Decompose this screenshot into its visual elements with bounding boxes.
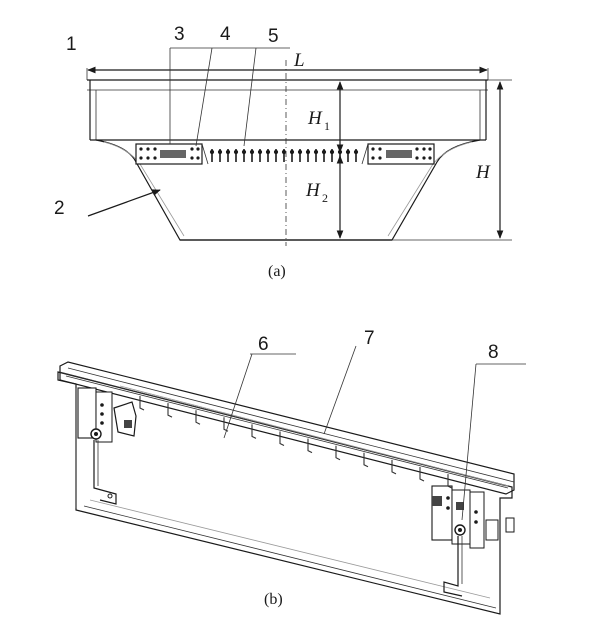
- label-part-1: 1: [66, 34, 77, 55]
- top-rail: [59, 361, 515, 495]
- label-part-8: 8: [488, 342, 499, 363]
- label-part-2: 2: [54, 198, 65, 219]
- dimension-total-height: [392, 79, 512, 241]
- label-dimension-l: L: [293, 50, 305, 71]
- fastener-row: [209, 149, 359, 162]
- right-bracket: [431, 485, 515, 597]
- upper-beam: [87, 79, 488, 141]
- left-bracket: [77, 387, 137, 505]
- label-part-6: 6: [258, 334, 269, 355]
- hook-row: [139, 396, 453, 489]
- label-dimension-h: H: [475, 162, 491, 183]
- caption-a: (a): [268, 263, 286, 280]
- leader-lines-b: [223, 345, 526, 521]
- label-dimension-h2-sub: 2: [322, 191, 328, 205]
- label-dimension-h1-sub: 1: [324, 119, 330, 133]
- left-connection-plate: [135, 143, 209, 165]
- diagram-a: 1 2 3 4 5 L H H 1 H 2 (a): [54, 24, 512, 280]
- label-part-7: 7: [364, 328, 375, 349]
- dimension-length: [86, 66, 489, 80]
- right-connection-plate: [361, 143, 435, 165]
- label-part-5: 5: [268, 26, 279, 47]
- label-part-3: 3: [174, 24, 185, 45]
- label-part-4: 4: [220, 24, 231, 45]
- diagram-b: 6 7 8 (b): [57, 328, 526, 615]
- caption-b: (b): [264, 591, 283, 608]
- label-dimension-h1: H: [307, 108, 323, 129]
- leader-lines-a: [87, 47, 290, 217]
- label-dimension-h2: H: [305, 180, 321, 201]
